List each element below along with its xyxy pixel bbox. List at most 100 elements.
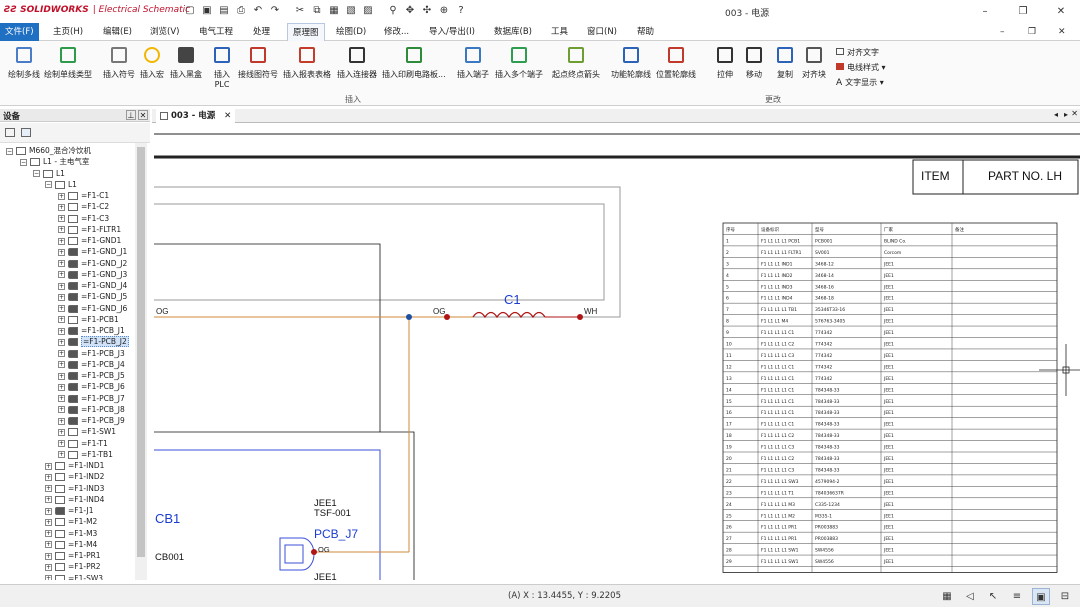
expand-icon[interactable]: + [58,193,65,200]
menu-9[interactable]: 导入/导出(I) [424,23,480,41]
ribbon-button-17[interactable]: 复制 [774,44,796,80]
menu-1[interactable]: 主页(H) [48,23,88,41]
ribbon-minimize-icon[interactable]: – [1000,23,1005,41]
print-icon[interactable]: ⎙ [234,4,248,18]
expand-icon[interactable]: + [58,249,65,256]
select-icon[interactable]: ▣ [1032,588,1050,605]
menu-10[interactable]: 数据库(B) [489,23,537,41]
tree-item[interactable]: +=F1-TB1 [58,449,113,460]
expand-icon[interactable]: + [58,418,65,425]
tab-scroll-right-icon[interactable]: ▸ [1064,110,1068,119]
collapse-icon[interactable]: − [45,181,52,188]
menu-7[interactable]: 绘图(D) [331,23,371,41]
tree-item[interactable]: +=F1-GND_J2 [58,258,127,269]
tree-item[interactable]: +=F1-PCB_J5 [58,370,125,381]
expand-all-icon[interactable] [5,128,15,137]
tree-item[interactable]: +=F1-SW3 [45,573,103,581]
expand-icon[interactable]: + [45,463,52,470]
save-icon[interactable]: ▤ [217,4,231,18]
panel-pin-button[interactable]: ⊥ [126,110,136,120]
expand-icon[interactable]: + [45,508,52,515]
tree-item[interactable]: +=F1-PCB_J8 [58,404,125,415]
filter-icon[interactable] [21,128,31,137]
tree-item[interactable]: +=F1-T1 [58,438,108,449]
expand-icon[interactable]: + [58,373,65,380]
open-icon[interactable]: ▣ [200,4,214,18]
tree-item[interactable]: +=F1-FLTR1 [58,224,121,235]
tree-item[interactable]: +=F1-IND2 [45,471,104,482]
format-icon[interactable]: ▧ [344,4,358,18]
tree-item[interactable]: −L1 - 主电气室 [20,156,89,167]
ribbon-button-13[interactable]: 功能轮廓线 [611,44,651,80]
ribbon-button-8[interactable]: 插入连接器 [337,44,377,80]
tree-item[interactable]: +=F1-PCB_J6 [58,381,125,392]
menu-8[interactable]: 修改... [379,23,414,41]
ribbon-button-16[interactable]: 移动 [743,44,765,80]
tree-scrollbar[interactable] [135,143,147,580]
tree-item[interactable]: +=F1-C3 [58,213,109,224]
tree-item[interactable]: −L1 [33,168,65,179]
tab-bar-close-icon[interactable]: ✕ [1071,109,1078,118]
tree-item[interactable]: +=F1-GND_J1 [58,246,127,257]
tree-item[interactable]: +=F1-PCB_J9 [58,415,125,426]
ribbon-button-7[interactable]: 插入报表表格 [283,44,331,80]
wire-style-button[interactable]: 电线样式 ▾ [836,62,886,73]
expand-icon[interactable]: + [58,406,65,413]
tree-item[interactable]: +=F1-PCB_J7 [58,393,125,404]
expand-icon[interactable]: + [45,474,52,481]
paste-icon[interactable]: ▦ [327,4,341,18]
expand-icon[interactable]: + [58,451,65,458]
ribbon-close-icon[interactable]: ✕ [1058,23,1066,41]
minimize-button[interactable]: – [966,0,1004,23]
cut-icon[interactable]: ✂ [293,4,307,18]
collapse-icon[interactable]: − [33,170,40,177]
ribbon-button-10[interactable]: 插入端子 [457,44,489,80]
tree-item[interactable]: +=F1-M3 [45,528,97,539]
align-text-button[interactable]: 对齐文字 [836,47,879,58]
menu-11[interactable]: 工具 [546,23,573,41]
panel-close-button[interactable]: ✕ [138,110,148,120]
tree-item[interactable]: +=F1-PCB_J2 [58,336,129,347]
ortho-icon[interactable]: ⊟ [1056,588,1074,605]
tree-item[interactable]: +=F1-M2 [45,516,97,527]
settings-icon[interactable]: ⊕ [437,4,451,18]
expand-icon[interactable]: + [58,271,65,278]
expand-icon[interactable]: + [58,283,65,290]
tree-item[interactable]: +=F1-GND_J5 [58,291,127,302]
schematic-canvas[interactable]: ITEM PART NO. LH OG OG WH C1 CB1 CB001 J… [154,124,1080,580]
ribbon-button-2[interactable]: 插入符号 [103,44,135,80]
lines-icon[interactable]: ≡ [1008,588,1026,605]
ribbon-button-1[interactable]: 绘制单线类型 [44,44,92,80]
ribbon-button-3[interactable]: 插入宏 [140,44,164,80]
expand-icon[interactable]: + [58,316,65,323]
menu-12[interactable]: 窗口(N) [582,23,622,41]
tree-scrollbar-thumb[interactable] [137,147,145,557]
tree-item[interactable]: +=F1-PCB1 [58,314,119,325]
tree-item[interactable]: +=F1-IND4 [45,494,104,505]
tree-item[interactable]: +=F1-PCB_J1 [58,325,125,336]
tree-item[interactable]: +=F1-GND_J4 [58,280,127,291]
expand-icon[interactable]: + [58,305,65,312]
tree-item[interactable]: +=F1-C2 [58,201,109,212]
tree-item[interactable]: +=F1-GND1 [58,235,121,246]
tree-item[interactable]: +=F1-IND1 [45,460,104,471]
new-icon[interactable]: ▢ [183,4,197,18]
menu-2[interactable]: 编辑(E) [98,23,137,41]
ribbon-button-0[interactable]: 绘制多线 [8,44,40,80]
expand-icon[interactable]: + [45,530,52,537]
ribbon-button-9[interactable]: 插入印刷电路板... [382,44,446,80]
tab-scroll-left-icon[interactable]: ◂ [1054,110,1058,119]
menu-5[interactable]: 处理 [248,23,275,41]
grid-icon[interactable]: ▦ [938,588,956,605]
tree-item[interactable]: −L1 [45,179,77,190]
collapse-icon[interactable]: − [6,148,13,155]
tab-close-button[interactable]: ✕ [224,111,231,121]
ribbon-restore-icon[interactable]: ❐ [1028,23,1036,41]
ribbon-button-15[interactable]: 拉伸 [714,44,736,80]
menu-13[interactable]: 帮助 [632,23,659,41]
expand-icon[interactable]: + [58,204,65,211]
ribbon-button-18[interactable]: 对齐块 [802,44,826,80]
ribbon-button-5[interactable]: 插入PLC [211,44,233,89]
expand-icon[interactable]: + [58,215,65,222]
expand-icon[interactable]: + [58,238,65,245]
